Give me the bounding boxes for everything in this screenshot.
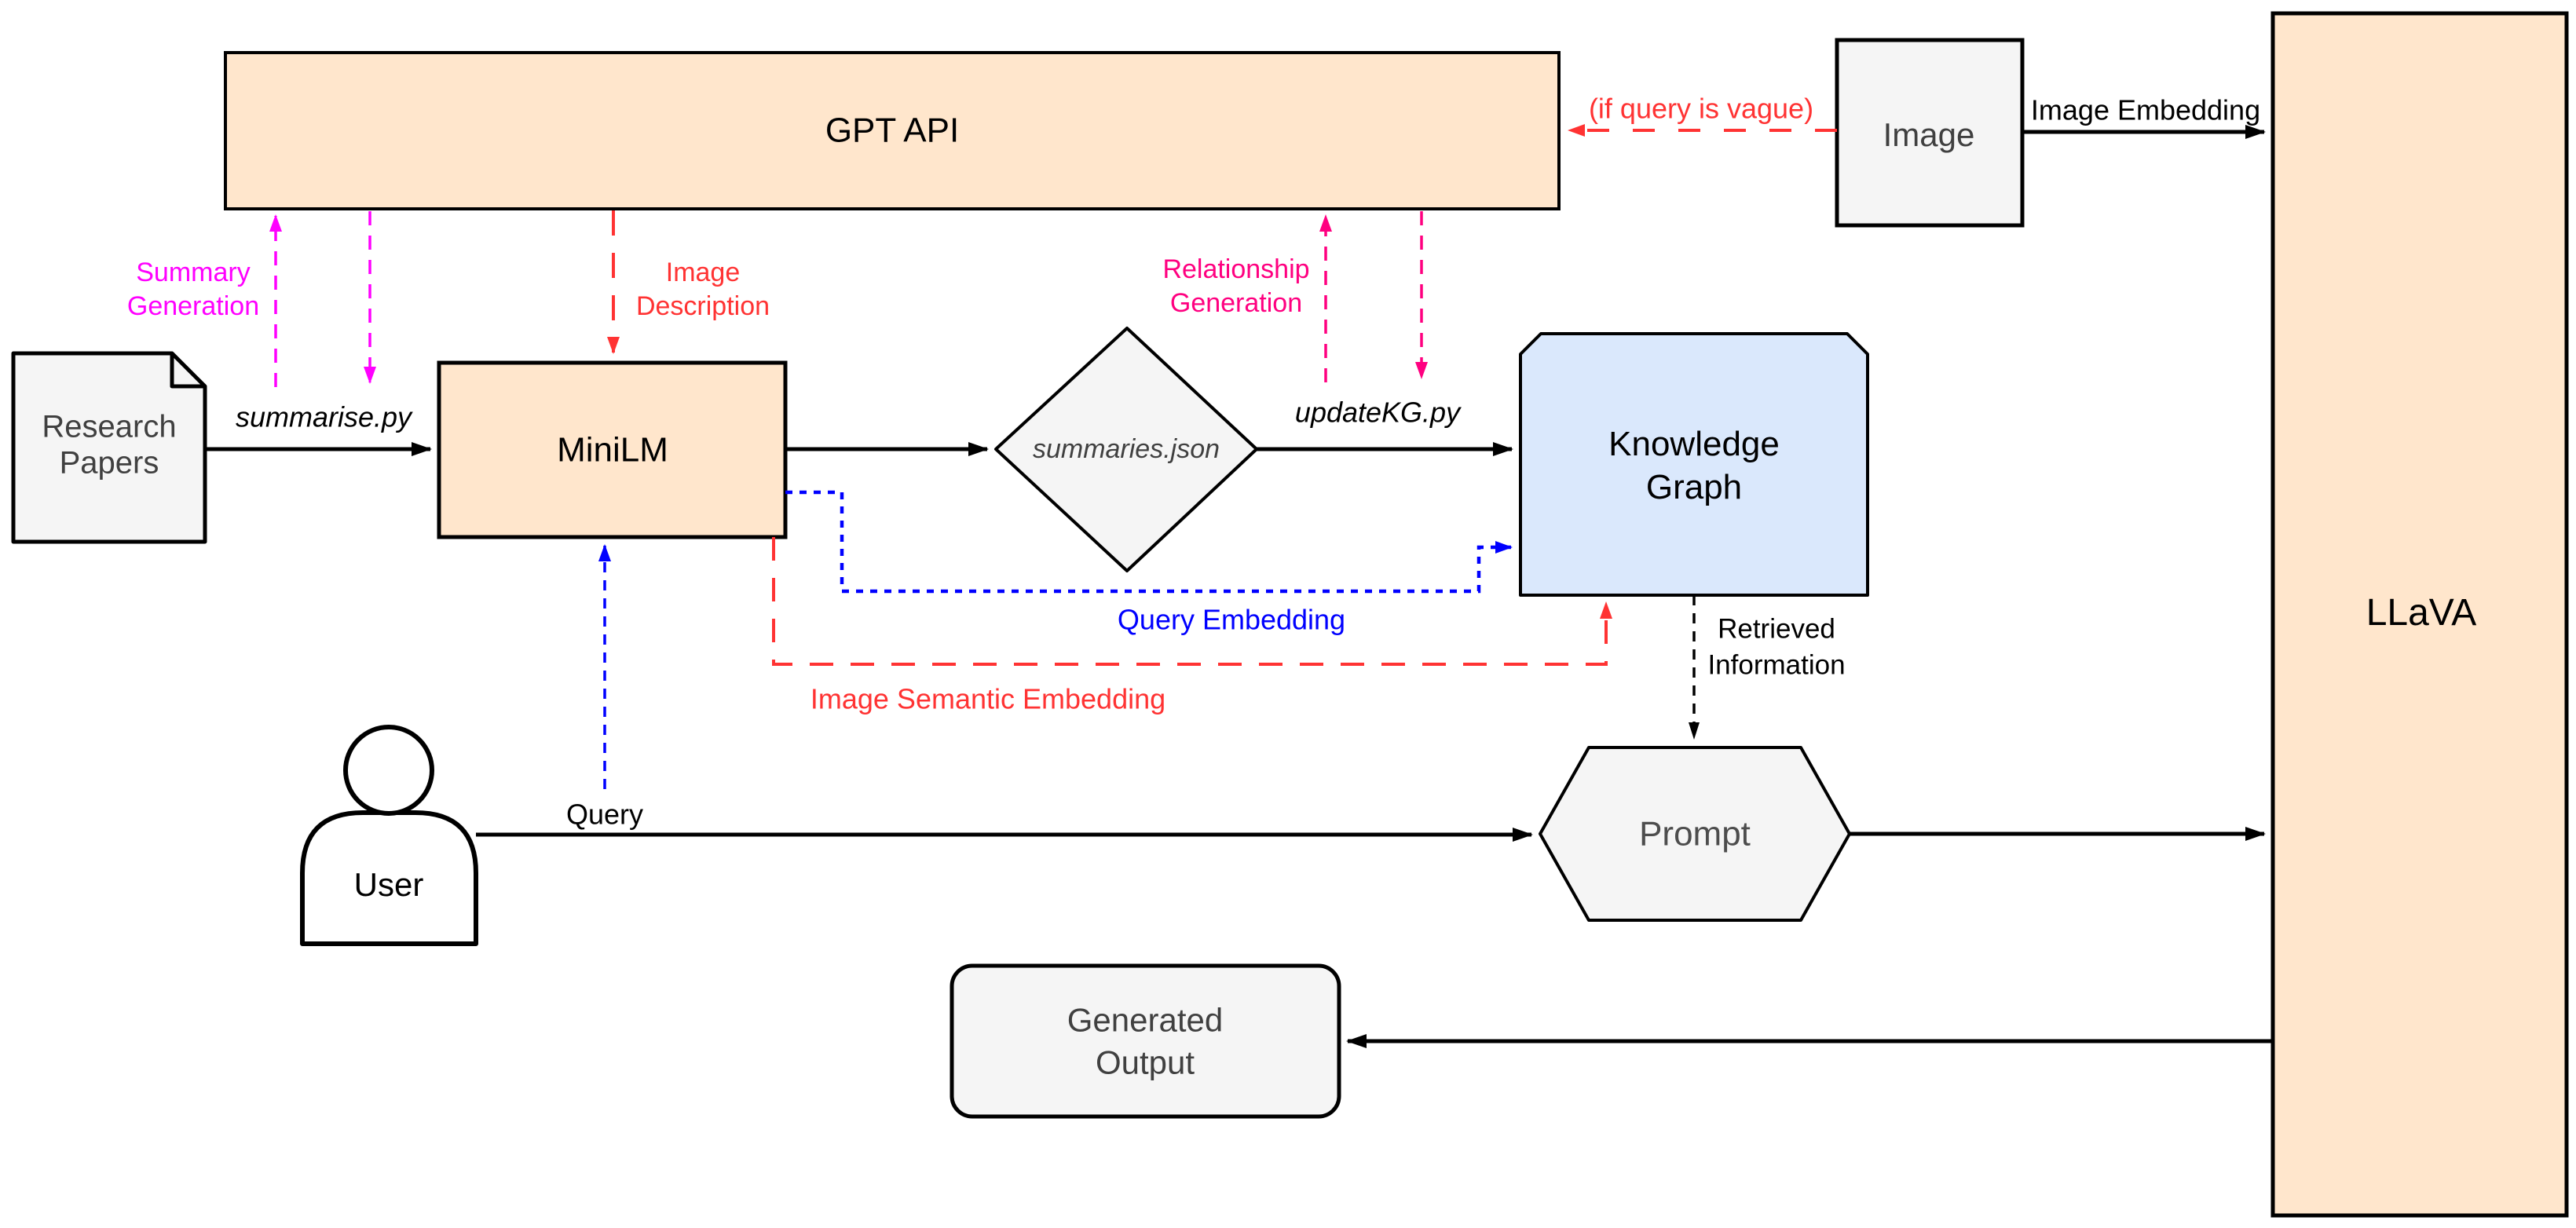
research-papers-line1: Research <box>42 409 177 444</box>
summary-generation-label: Summary Generation <box>127 256 259 323</box>
generated-output-line1: Generated <box>1067 1001 1224 1039</box>
if-query-vague-label: (if query is vague) <box>1588 92 1814 125</box>
gpt-api-box <box>224 51 1561 210</box>
relationship-generation-line1: Relationship <box>1162 254 1310 285</box>
research-papers-fold <box>170 353 205 389</box>
query-embedding-label: Query Embedding <box>1117 603 1346 636</box>
retrieved-information-line2: Information <box>1707 649 1846 680</box>
knowledge-graph-label: Knowledge Graph <box>1608 422 1780 509</box>
image-label: Image <box>1883 115 1975 153</box>
gpt-api-label: GPT API <box>825 111 960 150</box>
knowledge-graph-box <box>1519 332 1869 597</box>
image-description-label: Image Description <box>636 256 770 323</box>
relationship-generation-line2: Generation <box>1169 288 1303 318</box>
edge-image-semantic-embedding <box>772 537 1612 666</box>
research-papers-shape <box>11 351 207 544</box>
summary-generation-line1: Summary <box>136 258 251 288</box>
generated-output-label: Generated Output <box>1067 999 1223 1084</box>
llava-box <box>2270 11 2569 1218</box>
retrieved-information-label: Retrieved Information <box>1707 612 1845 683</box>
research-papers-label: Research Papers <box>42 409 176 481</box>
user-head-shape <box>343 725 434 816</box>
image-semantic-embedding-label: Image Semantic Embedding <box>810 682 1166 715</box>
relationship-generation-label: Relationship Generation <box>1162 253 1309 320</box>
summary-generation-line2: Generation <box>126 291 260 321</box>
generated-output-line2: Output <box>1095 1043 1195 1080</box>
generated-output-box <box>950 963 1341 1119</box>
updatekg-py-label: updateKG.py <box>1294 396 1461 429</box>
prompt-label: Prompt <box>1639 814 1751 853</box>
research-papers-line2: Papers <box>59 445 159 480</box>
image-box <box>1835 38 2025 228</box>
knowledge-graph-line1: Knowledge <box>1608 425 1780 463</box>
image-embedding-label: Image Embedding <box>2030 93 2261 126</box>
user-body-shape <box>300 810 478 946</box>
user-label: User <box>353 865 424 903</box>
image-description-line2: Description <box>635 291 770 321</box>
knowledge-graph-line2: Graph <box>1645 468 1743 506</box>
summaries-json-label: summaries.json <box>1032 433 1220 464</box>
minilm-label: MiniLM <box>557 430 668 470</box>
query-label: Query <box>565 798 644 831</box>
retrieved-information-line1: Retrieved <box>1718 613 1835 645</box>
llava-label: LLaVA <box>2366 592 2477 634</box>
image-description-line1: Image <box>665 258 741 288</box>
summarise-py-label: summarise.py <box>235 400 412 433</box>
edge-query-embedding <box>785 490 1513 594</box>
